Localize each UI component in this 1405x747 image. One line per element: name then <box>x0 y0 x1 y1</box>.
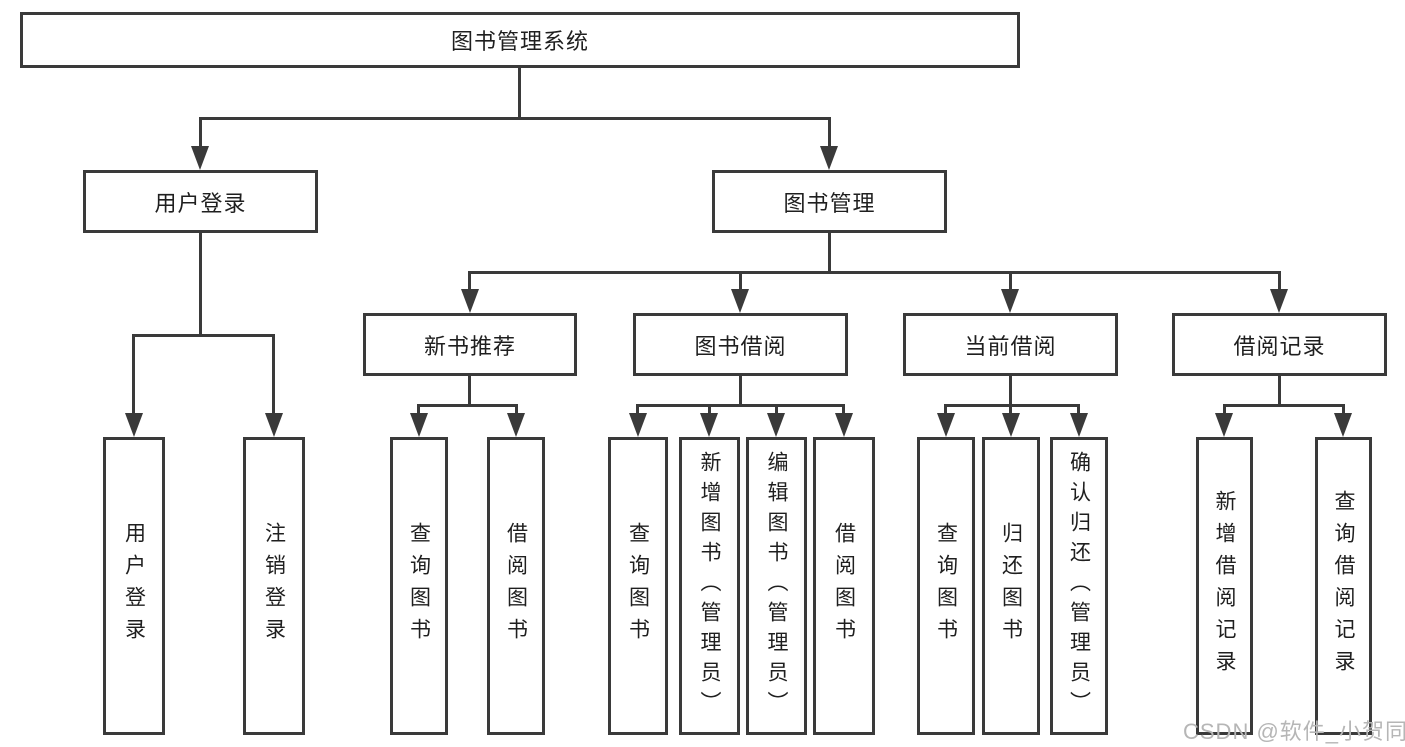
node-cb-return-books: 归还图书 <box>982 437 1040 735</box>
node-borrowing-records: 借阅记录 <box>1172 313 1387 376</box>
node-br-add-record: 新增借阅记录 <box>1196 437 1253 735</box>
arrow-down-icon <box>1001 289 1019 313</box>
connector-line <box>199 117 202 148</box>
arrow-down-icon <box>820 146 838 170</box>
connector-line <box>842 404 845 415</box>
connector-line <box>1223 404 1345 407</box>
connector-line <box>199 233 202 337</box>
connector-line <box>1077 404 1080 415</box>
arrow-down-icon <box>835 413 853 437</box>
node-bb-query-books-label: 查询图书 <box>626 522 650 650</box>
node-current-borrowing-label: 当前借阅 <box>964 333 1057 359</box>
node-nb-borrow-books: 借阅图书 <box>487 437 545 735</box>
connector-line <box>739 376 742 407</box>
node-cb-query-books: 查询图书 <box>917 437 975 735</box>
node-br-add-record-label: 新增借阅记录 <box>1213 490 1236 682</box>
arrow-down-icon <box>461 289 479 313</box>
connector-line <box>636 404 845 407</box>
node-user-login-label: 用户登录 <box>154 190 247 216</box>
connector-line <box>468 271 471 291</box>
connector-line <box>944 404 947 415</box>
connector-line <box>515 404 518 415</box>
arrow-down-icon <box>507 413 525 437</box>
connector-line <box>272 334 275 415</box>
connector-line <box>1342 404 1345 415</box>
node-login: 用户登录 <box>103 437 165 735</box>
csdn-watermark: CSDN @软件_小贺同学 <box>1183 719 1405 744</box>
connector-line <box>944 404 1080 407</box>
arrow-down-icon <box>125 413 143 437</box>
node-bb-borrow-books: 借阅图书 <box>813 437 875 735</box>
node-nb-query-books-label: 查询图书 <box>407 522 431 650</box>
connector-line <box>417 404 518 407</box>
node-root-label: 图书管理系统 <box>450 29 589 54</box>
node-bb-edit-books-admin: 编辑图书（管理员） <box>746 437 807 735</box>
connector-line <box>132 334 135 415</box>
arrow-down-icon <box>1070 413 1088 437</box>
node-logout: 注销登录 <box>243 437 305 735</box>
arrow-down-icon <box>1002 413 1020 437</box>
connector-line <box>775 404 778 415</box>
connector-line <box>1278 271 1281 291</box>
node-bb-query-books: 查询图书 <box>608 437 668 735</box>
node-book-borrowing: 图书借阅 <box>633 313 848 376</box>
connector-line <box>708 404 711 415</box>
node-root: 图书管理系统 <box>20 12 1020 68</box>
connector-line <box>1278 376 1281 407</box>
node-new-book-recommendation: 新书推荐 <box>363 313 577 376</box>
node-nb-query-books: 查询图书 <box>390 437 448 735</box>
arrow-down-icon <box>937 413 955 437</box>
connector-line <box>636 404 639 415</box>
node-br-query-record: 查询借阅记录 <box>1315 437 1372 735</box>
arrow-down-icon <box>629 413 647 437</box>
arrow-down-icon <box>410 413 428 437</box>
node-br-query-record-label: 查询借阅记录 <box>1332 490 1355 682</box>
connector-line <box>1009 271 1012 291</box>
connector-line <box>1223 404 1226 415</box>
connector-line <box>828 233 831 274</box>
node-logout-label: 注销登录 <box>262 522 286 650</box>
connector-line <box>518 68 521 119</box>
arrow-down-icon <box>700 413 718 437</box>
connector-line <box>739 271 742 291</box>
node-cb-query-books-label: 查询图书 <box>934 522 958 650</box>
node-login-label: 用户登录 <box>122 522 146 650</box>
connector-line <box>199 117 831 120</box>
node-cb-return-books-label: 归还图书 <box>999 522 1023 650</box>
node-current-borrowing: 当前借阅 <box>903 313 1118 376</box>
arrow-down-icon <box>767 413 785 437</box>
arrow-down-icon <box>265 413 283 437</box>
connector-line <box>468 271 1281 274</box>
node-cb-confirm-return-admin-label: 确认归还（管理员） <box>1067 451 1091 721</box>
arrow-down-icon <box>1215 413 1233 437</box>
arrow-down-icon <box>731 289 749 313</box>
node-bb-add-books-admin: 新增图书（管理员） <box>679 437 740 735</box>
node-book-borrowing-label: 图书借阅 <box>694 333 787 359</box>
node-new-book-recommendation-label: 新书推荐 <box>423 333 516 359</box>
connector-line <box>1009 376 1012 407</box>
connector-line <box>828 117 831 148</box>
arrow-down-icon <box>1334 413 1352 437</box>
node-borrowing-records-label: 借阅记录 <box>1233 333 1326 359</box>
node-user-login: 用户登录 <box>83 170 318 233</box>
connector-line <box>1009 404 1012 415</box>
node-cb-confirm-return-admin: 确认归还（管理员） <box>1050 437 1108 735</box>
node-bb-edit-books-admin-label: 编辑图书（管理员） <box>765 451 788 721</box>
node-bb-add-books-admin-label: 新增图书（管理员） <box>698 451 721 721</box>
arrow-down-icon <box>1270 289 1288 313</box>
connector-line <box>468 376 471 407</box>
node-book-management: 图书管理 <box>712 170 947 233</box>
node-book-management-label: 图书管理 <box>783 190 876 216</box>
node-bb-borrow-books-label: 借阅图书 <box>832 522 856 650</box>
node-nb-borrow-books-label: 借阅图书 <box>504 522 528 650</box>
connector-line <box>132 334 275 337</box>
connector-line <box>417 404 420 415</box>
arrow-down-icon <box>191 146 209 170</box>
